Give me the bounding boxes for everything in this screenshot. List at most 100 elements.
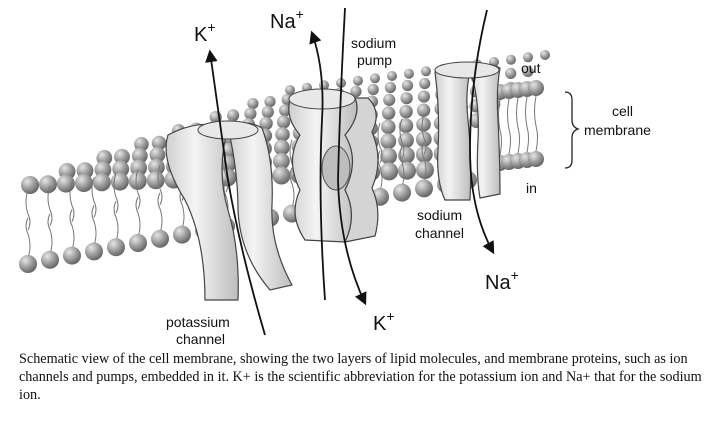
lipid-head: [370, 73, 380, 84]
lipid-head: [398, 161, 416, 180]
lipid-head: [387, 71, 397, 81]
potassium-channel: [165, 120, 293, 301]
lipid-tail: [421, 114, 427, 155]
lipid-tail: [157, 164, 163, 206]
lipid-tail: [498, 99, 502, 156]
lipid-head: [419, 77, 431, 90]
k-efflux-arrow: [205, 49, 266, 336]
lipid-tail: [525, 96, 529, 153]
k-pump-arrow: [337, 7, 367, 306]
lipid-head: [273, 139, 290, 156]
lipid-head: [272, 166, 291, 185]
lipid-tail: [399, 118, 405, 159]
lipid-head: [149, 146, 166, 163]
na-top-label: Na+: [270, 6, 304, 33]
lipid-tail: [135, 168, 141, 210]
lipid-head: [261, 105, 274, 119]
lipid-head: [400, 92, 413, 105]
lipid-head: [380, 147, 397, 165]
lipid-head: [398, 146, 415, 164]
lipid-head: [350, 85, 362, 98]
lipid-head: [114, 148, 130, 165]
lipid-head: [21, 176, 39, 194]
lipid-head: [279, 104, 292, 117]
sodium-channel: [434, 61, 501, 201]
lipid-head: [381, 119, 396, 135]
na-channel-arrow: [469, 9, 495, 255]
lipid-tail: [289, 167, 295, 208]
lipid-head: [416, 161, 434, 179]
lipid-head: [383, 93, 396, 106]
lipid-head: [522, 65, 534, 77]
na-bottom-label: Na+: [485, 267, 519, 294]
na-pump-arrow: [309, 30, 326, 301]
lipid-tail: [113, 173, 119, 214]
lipid-head: [393, 183, 411, 202]
lipid-head: [417, 90, 430, 103]
lipid-tail: [25, 217, 31, 259]
lipid-tail: [135, 196, 141, 238]
lipid-head: [415, 131, 432, 148]
lipid-head: [285, 85, 295, 95]
sodium-pump-label-1: sodium: [351, 35, 396, 51]
lipid-head: [273, 152, 290, 170]
cell-membrane-label-2: membrane: [584, 122, 651, 138]
lipid-tail: [69, 209, 75, 250]
lipid-head: [19, 255, 37, 273]
out-label: out: [521, 60, 541, 76]
lipid-tail: [113, 200, 119, 242]
lipid-tail: [399, 146, 405, 187]
lipid-head: [275, 127, 290, 142]
lipid-head: [151, 229, 169, 248]
sodium-pump-label-2: pump: [357, 52, 392, 68]
lipid-tail: [516, 97, 520, 154]
lipid-tail: [157, 192, 163, 233]
figure-caption: Schematic view of the cell membrane, sho…: [19, 351, 702, 403]
lipid-head: [398, 118, 414, 133]
lipid-head: [415, 179, 433, 198]
lipid-head: [56, 174, 75, 193]
lipid-head: [148, 158, 165, 176]
lipid-head: [39, 175, 57, 194]
lipid-head: [399, 104, 413, 119]
lipid-head: [416, 117, 431, 132]
potassium-channel-label-1: potassium: [166, 314, 230, 330]
lipid-head: [151, 135, 167, 151]
lipid-tail: [91, 205, 97, 246]
lipid-head: [85, 242, 103, 261]
sodium-channel-label-1: sodium: [417, 207, 462, 223]
sodium-channel-label-2: channel: [415, 225, 464, 241]
lipid-head: [129, 234, 147, 252]
lipid-head: [41, 250, 59, 269]
lipid-head: [416, 103, 431, 117]
lipid-head: [244, 107, 257, 120]
lipid-head: [540, 50, 550, 60]
lipid-head: [421, 66, 431, 77]
cell-membrane-diagram: K+ Na+ sodium pump out in cell membrane …: [19, 6, 651, 345]
lipid-head: [63, 246, 81, 265]
lipid-head: [367, 83, 379, 96]
lipid-head: [227, 109, 240, 122]
lipid-head: [384, 81, 396, 94]
lipid-head: [528, 80, 544, 96]
lipid-head: [74, 174, 93, 192]
lipid-head: [528, 151, 544, 167]
lipid-tail: [47, 185, 53, 227]
k-bottom-label: K+: [373, 308, 395, 335]
in-label: in: [526, 180, 537, 196]
membrane-brace: [564, 91, 581, 169]
lipid-head: [128, 171, 147, 190]
lipid-head: [505, 67, 517, 79]
lipid-head: [401, 79, 414, 92]
lipid-head: [380, 162, 399, 181]
lipid-tail: [507, 98, 511, 155]
cell-membrane-label-1: cell: [612, 103, 633, 119]
lipid-head: [506, 54, 516, 65]
lipid-tail: [421, 142, 427, 183]
lipid-head: [92, 173, 111, 192]
lipid-head: [398, 132, 414, 149]
lipid-head: [146, 171, 165, 190]
lipid-head: [259, 116, 273, 131]
sodium-pump: [288, 88, 379, 243]
lipid-head: [380, 133, 397, 150]
